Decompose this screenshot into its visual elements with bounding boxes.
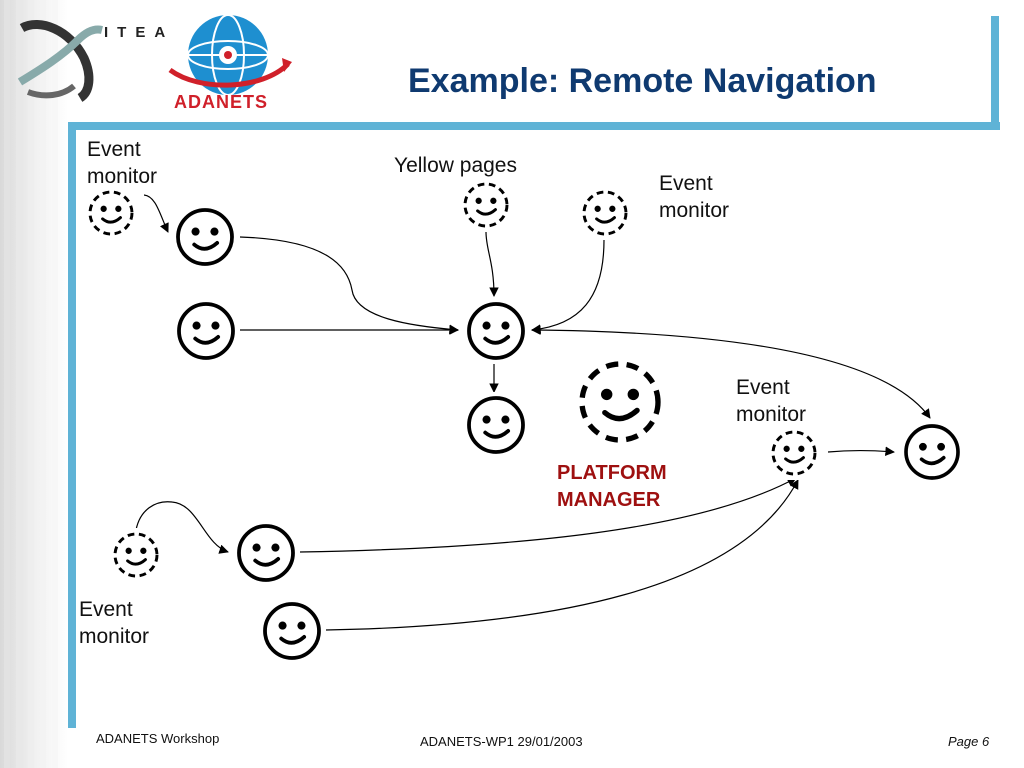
agent-e-icon [258,598,326,664]
label-event-monitor-top-right: Event monitor [659,172,730,222]
connector-monitor-bl-to-agent-d [135,501,229,554]
event-monitor-mid-right-icon [760,426,828,480]
connector-yellow-pages-to-center [485,231,499,297]
center-agent-icon [462,298,530,364]
label-yellow-pages: Yellow pages [394,154,517,177]
event-monitor-bottom-left-icon [102,528,170,582]
label-event-monitor-bottom-left: Event monitor [79,598,150,648]
itea-logo [17,20,103,102]
right-agent-icon [898,420,966,484]
agent-b-icon [172,298,240,364]
connector-monitor-mr-to-right-agent [827,446,895,457]
label-platform-manager: PLATFORM MANAGER [557,462,667,511]
connector-agent-a-to-center [239,236,459,335]
agent-a-icon [170,204,240,270]
footer-workshop: ADANETS Workshop [96,731,220,746]
label-event-monitor-top-left: Event monitor [87,138,158,188]
event-monitor-top-right-icon [571,186,639,240]
connector-agent-e-to-monitor-mr [325,479,799,631]
accent-bar-top [68,122,1000,130]
label-event-monitor-mid-right: Event monitor [736,376,807,426]
yellow-pages-icon [452,178,520,232]
adanets-globe-logo [168,14,292,96]
agent-d-icon [232,520,300,586]
accent-bar-right [991,16,999,128]
connector-monitor-to-agent-a [143,194,169,233]
agent-c-icon [462,392,530,458]
accent-bar-left [68,122,76,728]
platform-manager-icon [564,358,676,446]
footer-date: ADANETS-WP1 29/01/2003 [420,734,583,749]
connector-monitor-tr-to-center [531,239,605,334]
event-monitor-top-left-icon [78,186,144,240]
page-title: Example: Remote Navigation [408,62,877,100]
diagram-connectors [135,194,931,631]
itea-logo-text: ITEA [104,24,175,41]
left-stripes [0,0,68,768]
connector-agent-d-to-monitor-mr [299,477,797,553]
footer-page-number: Page 6 [948,734,990,749]
adanets-logo-text: ADANETS [174,92,269,112]
connector-center-to-right-agent [531,325,931,419]
